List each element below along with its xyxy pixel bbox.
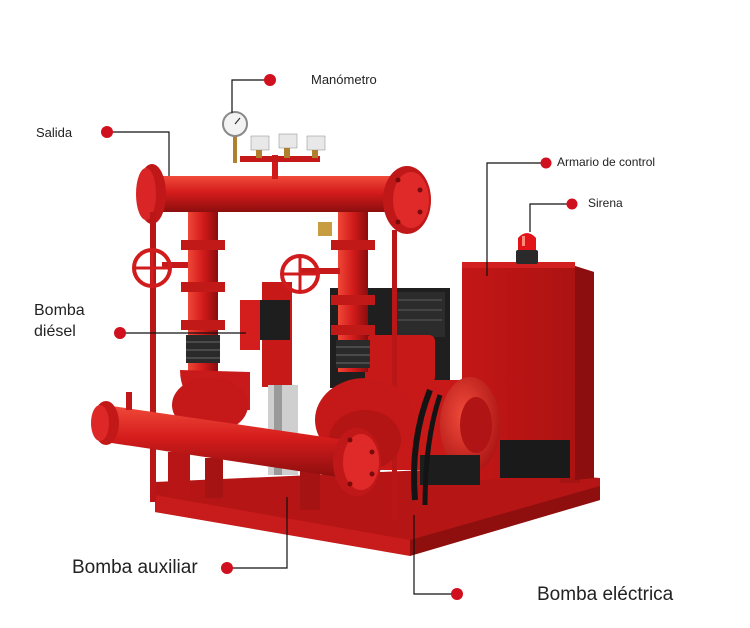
base-frame	[155, 445, 600, 556]
marker-bomba-electrica	[451, 588, 463, 600]
marker-bomba-auxiliar	[221, 562, 233, 574]
label-bomba-diesel-line2: diésel	[34, 323, 76, 340]
marker-armario	[540, 157, 552, 169]
pressure-gauge	[222, 111, 248, 163]
leader-bomba-auxiliar	[227, 497, 288, 569]
suction-manifold	[91, 392, 381, 496]
valve-handwheel-right	[280, 222, 340, 294]
siren	[516, 233, 538, 264]
diesel-pump-riser	[172, 212, 250, 433]
electric-pump-riser	[315, 212, 415, 470]
label-bomba-diesel-line1: Bomba	[34, 302, 85, 319]
label-manometro: Manómetro	[311, 72, 377, 87]
valve-handwheel-left	[132, 248, 188, 288]
marker-manometro	[264, 74, 276, 86]
label-armario-de-control: Armario de control	[557, 155, 656, 169]
pressure-switches	[240, 133, 326, 179]
label-markers	[101, 74, 578, 600]
leader-armario	[486, 162, 546, 276]
leader-bomba-electrica	[413, 515, 457, 595]
leader-sirena	[529, 203, 572, 232]
label-bomba-auxiliar: Bomba auxiliar	[72, 557, 198, 578]
label-salida: Salida	[36, 125, 73, 140]
marker-salida	[101, 126, 113, 138]
marker-bomba-diesel	[114, 327, 126, 339]
discharge-manifold	[136, 164, 431, 520]
label-bomba-electrica: Bomba eléctrica	[537, 584, 674, 605]
label-bomba-diesel: Bomba diésel	[34, 300, 85, 342]
leader-lines	[107, 79, 572, 595]
leader-salida	[107, 131, 170, 176]
leader-manometro	[231, 79, 270, 113]
marker-sirena	[566, 198, 578, 210]
label-sirena: Sirena	[588, 196, 623, 210]
